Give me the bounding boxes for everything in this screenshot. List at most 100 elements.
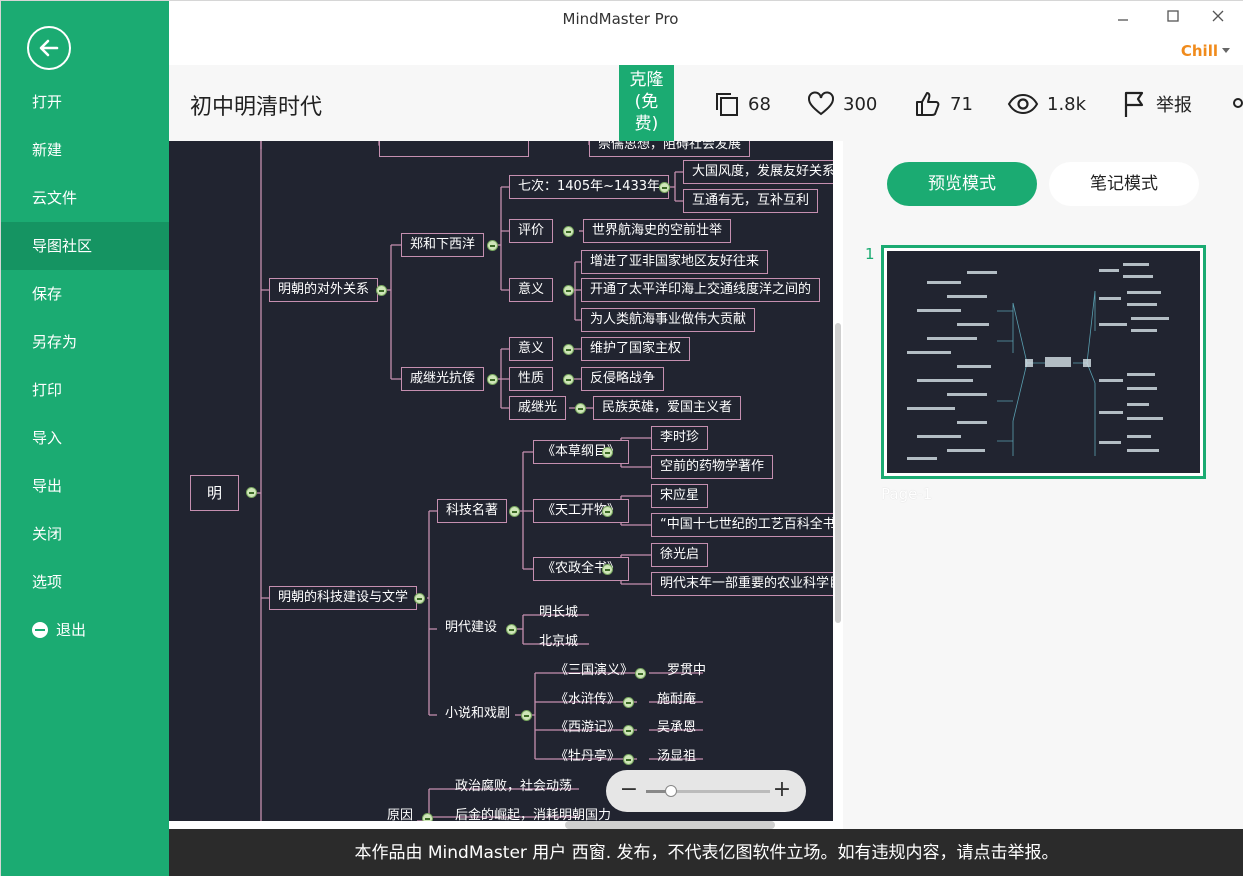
sidebar-item-import[interactable]: 导入 [32,429,63,447]
mindmap-topic-zhenghe[interactable]: 郑和下西洋 [401,233,485,257]
tab-preview-mode[interactable]: 预览模式 [887,162,1037,206]
mindmap-topic-cause-2[interactable]: 后金的崛起，消耗明朝国力 [455,808,612,821]
zoom-in-icon[interactable]: + [772,777,792,802]
user-menu[interactable]: Chill [1181,42,1230,60]
mindmap-topic-xiyou[interactable]: 《西游记》 [555,720,621,735]
copy-count[interactable]: 68 [714,89,771,119]
mindmap-topic-nongzheng[interactable]: 《农政全书》 [533,557,630,581]
horizontal-scrollbar[interactable] [565,821,775,829]
sidebar-item-cloud-files[interactable]: 云文件 [32,189,78,207]
collapse-knob[interactable] [602,506,613,517]
mindmap-topic-qi-nat[interactable]: 性质 [509,367,554,391]
back-arrow-icon[interactable] [27,26,71,70]
mindmap-topic-voyages[interactable]: 七次：1405年~1433年 [509,175,670,199]
mindmap-topic-qi-person-1[interactable]: 民族英雄，爱国主义者 [593,396,742,420]
mindmap-topic-bencao-1[interactable]: 李时珍 [651,426,709,450]
mindmap-topic-sig[interactable]: 意义 [509,278,554,302]
zoom-thumb[interactable] [664,785,677,797]
mindmap-topic-qijiguang[interactable]: 戚继光抗倭 [401,367,485,391]
favorite-count[interactable]: 300 [807,89,877,119]
mindmap-topic-eval[interactable]: 评价 [509,219,554,243]
more-icon[interactable] [1233,98,1243,108]
report-button[interactable]: 举报 [1122,89,1192,119]
collapse-knob[interactable] [563,285,574,296]
collapse-knob[interactable] [602,447,613,458]
mindmap-topic-qi-person[interactable]: 戚继光 [509,396,567,420]
clone-button[interactable]: 克隆 (免 费) [619,65,674,141]
scroll-thumb[interactable] [835,323,841,623]
collapse-knob[interactable] [509,506,520,517]
collapse-knob[interactable] [575,403,586,414]
close-icon[interactable] [1206,5,1230,29]
collapse-knob[interactable] [563,226,574,237]
page-thumbnail[interactable] [881,245,1206,479]
collapse-knob[interactable] [246,487,257,498]
mindmap-topic-xiyou-1[interactable]: 吴承恩 [657,720,697,735]
mindmap-branch-foreign[interactable]: 明朝的对外关系 [269,278,379,302]
collapse-knob[interactable] [422,813,433,821]
mindmap-topic-build-2[interactable]: 北京城 [539,634,579,649]
mindmap-topic-sig-1[interactable]: 增进了亚非国家地区友好往来 [581,250,769,274]
mindmap-topic-sanguo-1[interactable]: 罗贯中 [667,663,707,678]
mindmap-topic-sig-3[interactable]: 为人类航海事业做伟大贡献 [581,308,756,332]
mindmap-topic-bencao-2[interactable]: 空前的药物学著作 [651,455,774,479]
mindmap-topic-cut[interactable]: 崇儒思想，阻碍社会发展 [379,141,734,157]
like-count[interactable]: 71 [914,89,973,119]
sidebar-item-save[interactable]: 保存 [32,285,63,303]
sidebar-item-export[interactable]: 导出 [32,477,63,495]
mindmap-topic-eval-1[interactable]: 世界航海史的空前壮举 [583,219,732,243]
mindmap-topic-novel[interactable]: 小说和戏剧 [445,706,511,721]
collapse-knob[interactable] [623,725,634,736]
maximize-icon[interactable] [1161,5,1185,29]
mindmap-topic-qi-sig-1[interactable]: 维护了国家主权 [581,337,691,361]
sidebar-item-save-as[interactable]: 另存为 [32,333,78,351]
minimize-icon[interactable] [1111,5,1135,29]
mindmap-topic-mudan[interactable]: 《牡丹亭》 [555,749,621,764]
mindmap-topic-bencao[interactable]: 《本草纲目》 [533,440,630,464]
mindmap-topic-voy-1[interactable]: 大国风度，发展友好关系 [683,160,833,184]
mindmap-topic-nongzheng-1[interactable]: 徐光启 [651,543,709,567]
collapse-knob[interactable] [635,668,646,679]
collapse-knob[interactable] [521,710,532,721]
collapse-knob[interactable] [414,593,425,604]
sidebar-item-open[interactable]: 打开 [32,93,63,111]
mindmap-topic-cause-1[interactable]: 政治腐败，社会动荡 [455,779,573,794]
collapse-knob[interactable] [376,285,387,296]
sidebar-item-print[interactable]: 打印 [32,381,63,399]
mindmap-topic-mudan-1[interactable]: 汤显祖 [657,749,697,764]
mindmap-topic-shuihu-1[interactable]: 施耐庵 [657,692,697,707]
mindmap-topic-nongzheng-2[interactable]: 明代末年一部重要的农业科学巨著 [651,572,833,596]
zoom-out-icon[interactable]: − [619,777,639,802]
zoom-slider[interactable] [646,785,770,797]
mindmap-topic-build-1[interactable]: 明长城 [539,605,579,620]
mindmap-topic-sig-2[interactable]: 开通了太平洋印海上交通线度洋之间的 [581,278,821,302]
collapse-knob[interactable] [602,564,613,575]
mindmap-topic-qi-nat-1[interactable]: 反侵略战争 [581,367,665,391]
collapse-knob[interactable] [487,374,498,385]
mindmap-canvas[interactable]: 崇儒思想，阻碍社会发展 崇儒思想，阻碍社会发展 明 明朝的对外关系 郑和下西洋 … [169,141,833,821]
sidebar-item-close[interactable]: 关闭 [32,525,63,543]
collapse-knob[interactable] [623,697,634,708]
sidebar-item-community[interactable]: 导图社区 [1,222,169,270]
mindmap-root[interactable]: 明 [190,475,240,511]
mindmap-topic-sanguo[interactable]: 《三国演义》 [555,663,634,678]
mindmap-topic-tiangong-2[interactable]: “中国十七世纪的工艺百科全书” [651,513,833,537]
collapse-knob[interactable] [563,344,574,355]
mindmap-topic-cause[interactable]: 原因 [387,808,414,821]
collapse-knob[interactable] [623,754,634,765]
mindmap-topic-build[interactable]: 明代建设 [445,620,498,635]
mindmap-topic-social[interactable]: 崇儒思想，阻碍社会发展 [589,141,751,157]
mindmap-topic-voy-2[interactable]: 互通有无，互补互利 [683,189,819,213]
mindmap-topic-tiangong[interactable]: 《天工开物》 [533,499,630,523]
footer-notice[interactable]: 本作品由 MindMaster 用户 西窗. 发布，不代表亿图软件立场。如有违规… [169,829,1243,876]
collapse-knob[interactable] [487,240,498,251]
mindmap-topic-shuihu[interactable]: 《水浒传》 [555,692,621,707]
sidebar-item-exit[interactable]: 退出 [1,606,169,654]
vertical-scrollbar[interactable] [833,141,843,821]
mindmap-topic-qi-sig[interactable]: 意义 [509,337,554,361]
collapse-knob[interactable] [659,182,670,193]
collapse-knob[interactable] [506,624,517,635]
mindmap-topic-tiangong-1[interactable]: 宋应星 [651,484,709,508]
mindmap-topic-sci[interactable]: 科技名著 [437,499,508,523]
mindmap-branch-tech[interactable]: 明朝的科技建设与文学 [269,586,418,610]
